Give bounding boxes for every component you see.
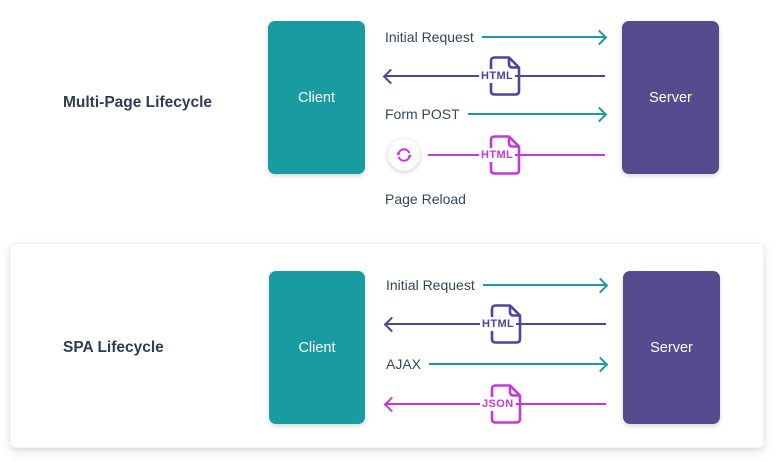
client-label: Client: [298, 339, 336, 356]
arrow-label: Form POST: [385, 106, 460, 122]
html-file-icon: HTML: [480, 304, 523, 344]
section-title: Multi-Page Lifecycle: [63, 94, 213, 111]
section-multi-page: Multi-Page Lifecycle Client Server Initi…: [0, 0, 776, 231]
section-spa: SPA Lifecycle Client Server Initial Requ…: [10, 243, 764, 448]
server-label: Server: [650, 339, 693, 356]
row-page-reload: HTML: [385, 135, 605, 175]
row-html-response: HTML: [385, 56, 605, 96]
request-arrow: [482, 284, 606, 286]
row-ajax: AJAX: [386, 344, 606, 384]
file-type-label: HTML: [480, 317, 517, 331]
server-box: Server: [622, 21, 719, 174]
request-arrow: [467, 113, 605, 115]
arrow-label: Initial Request: [386, 277, 475, 293]
page-reload-caption: Page Reload: [385, 191, 466, 207]
file-type-label: HTML: [479, 148, 516, 162]
row-initial-request: Initial Request: [385, 17, 605, 57]
reload-icon: [388, 139, 420, 171]
html-file-icon: HTML: [479, 135, 522, 175]
request-arrow: [429, 363, 606, 365]
server-box: Server: [623, 271, 720, 424]
file-type-label: JSON: [480, 397, 516, 411]
client-label: Client: [297, 89, 336, 106]
request-arrow: [481, 36, 605, 38]
server-label: Server: [649, 89, 692, 106]
client-box: Client: [268, 21, 365, 174]
html-file-icon: HTML: [479, 56, 522, 96]
arrow-label: AJAX: [386, 356, 422, 372]
reload-response-line: [428, 154, 605, 156]
row-initial-request: Initial Request: [386, 265, 606, 305]
row-html-response: HTML: [386, 304, 606, 344]
arrow-label: Initial Request: [385, 29, 474, 45]
row-form-post: Form POST: [385, 94, 605, 134]
row-json-response: JSON: [386, 384, 606, 424]
json-file-icon: JSON: [480, 384, 523, 424]
file-type-label: HTML: [479, 69, 516, 83]
section-title: SPA Lifecycle: [63, 339, 164, 356]
client-box: Client: [269, 271, 365, 424]
